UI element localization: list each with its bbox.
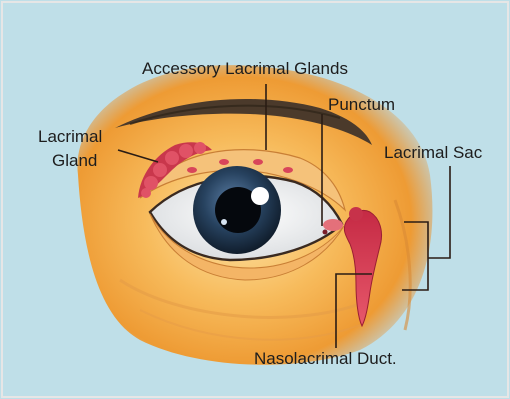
label-punctum: Punctum	[328, 95, 395, 114]
label-accessory-lacrimal-glands: Accessory Lacrimal Glands	[142, 59, 348, 78]
eye-highlight-small	[221, 219, 227, 225]
label-nasolacrimal-duct: Nasolacrimal Duct.	[254, 349, 397, 368]
caruncle	[323, 219, 343, 231]
punctum-dot	[323, 230, 328, 235]
label-lacrimal-sac: Lacrimal Sac	[384, 143, 483, 162]
eye-highlight	[251, 187, 269, 205]
label-lacrimal-gland-line2: Gland	[52, 151, 97, 170]
label-lacrimal-gland-line1: Lacrimal	[38, 127, 102, 146]
